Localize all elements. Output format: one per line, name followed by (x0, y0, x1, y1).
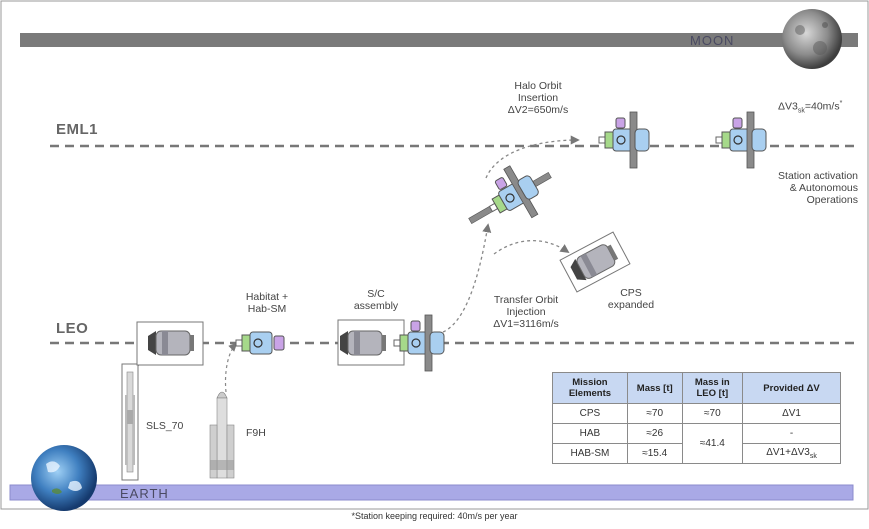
earth-label: EARTH (120, 486, 169, 501)
halo-insertion-label: Halo Orbit Insertion ΔV2=650m/s (507, 80, 569, 116)
spacecraft-eml1-halo (598, 111, 650, 169)
moon-band (20, 33, 858, 47)
header-provided-dv: Provided ΔV (742, 372, 841, 404)
dv3-label: ΔV3sk=40m/s* (778, 100, 843, 115)
cps-expanded (559, 231, 631, 293)
cell-mass-leo-merged: ≈41.4 (681, 423, 744, 464)
cell-dv: ΔV1+ΔV3sk (742, 443, 841, 464)
moon-icon (782, 9, 842, 69)
footnote: *Station keeping required: 40m/s per yea… (351, 511, 518, 521)
f9h-label: F9H (246, 427, 266, 439)
sls-label: SLS_70 (146, 420, 184, 432)
header-mass: Mass [t] (626, 372, 683, 404)
habitat-label: Habitat + Hab-SM (245, 291, 289, 315)
transfer-injection-label: Transfer Orbit Injection ΔV1=3116m/s (493, 294, 559, 330)
cell-element: HAB (552, 423, 628, 444)
sc-assembly-label: S/C assembly (353, 288, 399, 312)
spacecraft-eml1-station (715, 111, 767, 169)
cps-expanded-label: CPS expanded (607, 287, 655, 311)
cell-mass: ≈15.4 (626, 443, 683, 464)
table-row: HAB-SM ≈15.4 ΔV1+ΔV3sk (552, 443, 841, 464)
cell-element: HAB-SM (552, 443, 628, 464)
table-row: CPS ≈70 ≈70 ΔV1 (552, 403, 841, 424)
table-header-row: Mission Elements Mass [t] Mass in LEO [t… (552, 372, 841, 404)
spacecraft-transfer (468, 159, 552, 234)
cell-mass-leo: ≈70 (681, 403, 744, 424)
f9h-rocket (209, 391, 235, 479)
habitat-module (235, 331, 285, 355)
frame-border (0, 0, 869, 510)
cell-mass: ≈26 (626, 423, 683, 444)
moon-label: MOON (690, 33, 735, 48)
sls-rocket (125, 371, 135, 473)
station-activation-label: Station activation & Autonomous Operatio… (778, 170, 858, 206)
cell-element: CPS (552, 403, 628, 424)
cell-mass: ≈70 (626, 403, 683, 424)
header-mass-leo: Mass in LEO [t] (681, 372, 744, 404)
eml1-label: EML1 (56, 121, 99, 138)
cell-dv: - (742, 423, 841, 444)
cell-dv: ΔV1 (742, 403, 841, 424)
earth-icon (31, 445, 97, 511)
earth-band (9, 484, 854, 501)
leo-label: LEO (56, 320, 89, 337)
table-row: HAB ≈26 ≈41.4 - (552, 423, 841, 464)
mission-elements-table: Mission Elements Mass [t] Mass in LEO [t… (552, 372, 841, 464)
header-elements: Mission Elements (552, 372, 628, 404)
